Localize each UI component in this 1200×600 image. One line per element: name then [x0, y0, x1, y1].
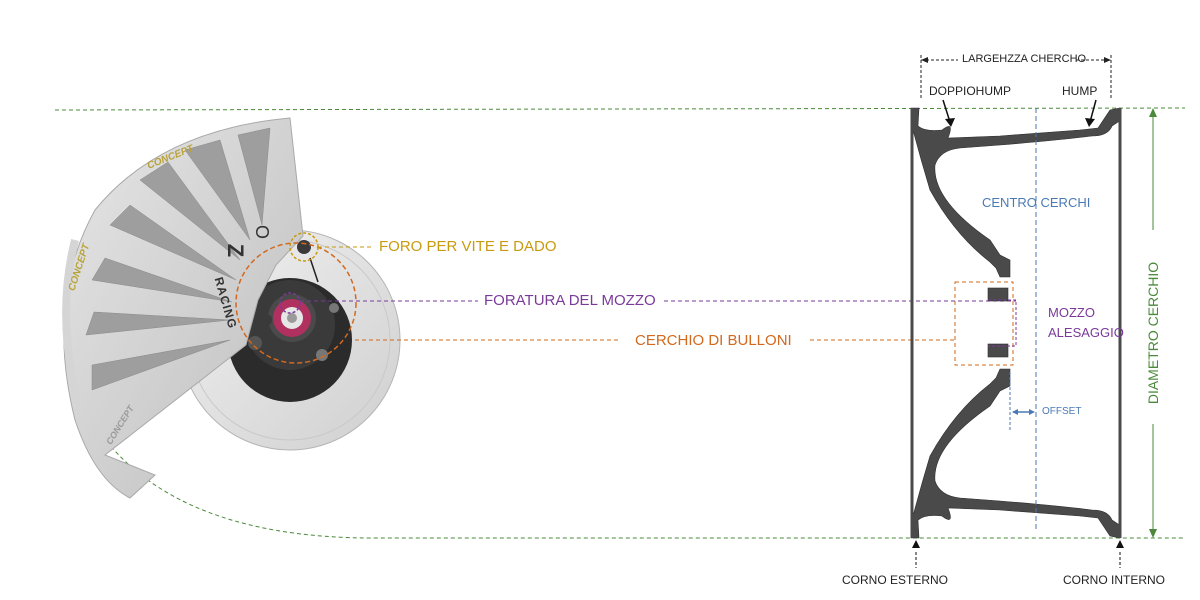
wheel-logo-o: O [252, 224, 273, 241]
label-rim-width: LARGEHZZA CHERCHO [962, 53, 1087, 65]
label-hub-line2: ALESAGGIO [1048, 325, 1124, 340]
hub-bore-bracket [988, 299, 1017, 347]
alloy-wheel [62, 117, 339, 499]
bolt-circle-outline [235, 242, 357, 364]
hub-bore-marker [279, 292, 301, 314]
label-outer-flange: CORNO ESTERNO [842, 573, 949, 587]
label-hub-line1: MOZZO [1048, 305, 1095, 320]
label-double-hump: DOPPIOHUMP [929, 84, 1012, 98]
wheel-logo-z: Z [223, 243, 249, 259]
rim-profile [910, 107, 1122, 539]
bolt-circle-box [954, 281, 1014, 366]
label-rim-center: CENTRO CERCHI [982, 195, 1091, 210]
label-inner-flange: CORNO INTERNO [1063, 573, 1165, 587]
label-hub-bore: FORATURA DEL MOZZO [484, 292, 656, 309]
label-rim-diameter: DIAMETRO CERCHIO [1145, 261, 1161, 405]
label-offset: OFFSET [1042, 406, 1082, 417]
label-bolt-hole: FORO PER VITE E DADO [379, 238, 557, 255]
label-hump: HUMP [1062, 84, 1098, 98]
label-bolt-circle: CERCHIO DI BULLONI [635, 332, 792, 349]
